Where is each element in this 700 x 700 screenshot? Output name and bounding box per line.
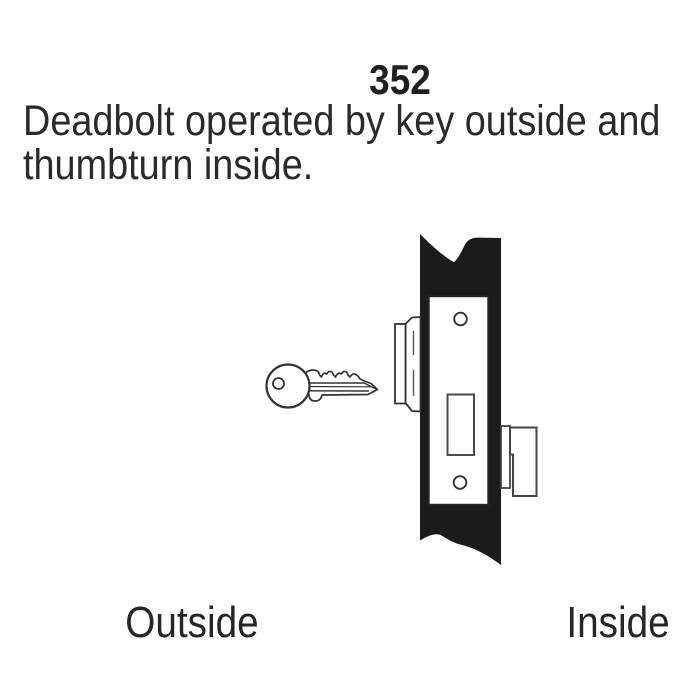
thumbturn-icon — [500, 425, 538, 497]
key-icon — [265, 363, 379, 409]
key-cylinder-icon — [394, 316, 422, 413]
product-description: Deadbolt operated by key outside and thu… — [23, 97, 661, 189]
outside-label: Outside — [125, 598, 259, 647]
deadbolt-aperture — [446, 393, 475, 456]
faceplate-screw-bottom — [452, 475, 468, 490]
inside-label: Inside — [566, 598, 670, 647]
faceplate-screw-top — [453, 311, 468, 327]
model-number: 352 — [369, 56, 431, 103]
